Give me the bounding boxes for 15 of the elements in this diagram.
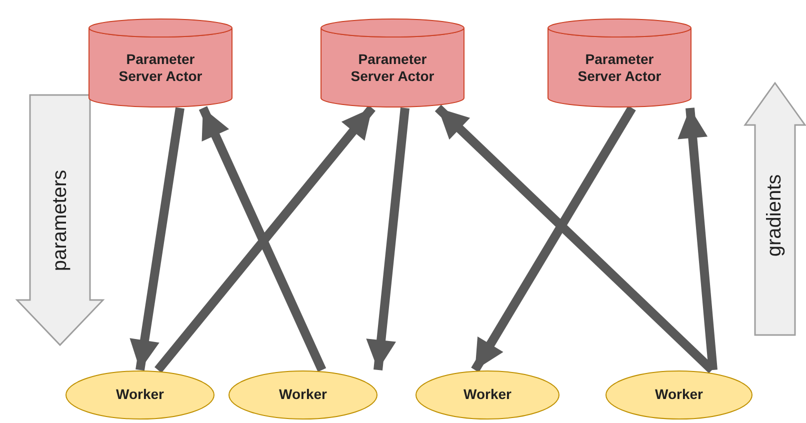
arrow [154, 105, 376, 373]
node-label: Worker [279, 386, 327, 404]
arrow [198, 106, 326, 372]
arrow [366, 108, 410, 370]
arrow-label: parameters [48, 169, 72, 271]
arrow [130, 107, 184, 371]
arrow [678, 108, 718, 370]
node-label: Worker [655, 386, 703, 404]
node-label: Parameter Server Actor [576, 50, 662, 86]
node-label: Parameter Server Actor [118, 50, 204, 86]
node-label: Parameter Server Actor [350, 50, 436, 86]
arrow [471, 106, 636, 372]
node-label: Worker [116, 386, 164, 404]
node-label: Worker [464, 386, 512, 404]
arrow-label: gradients [764, 174, 787, 256]
